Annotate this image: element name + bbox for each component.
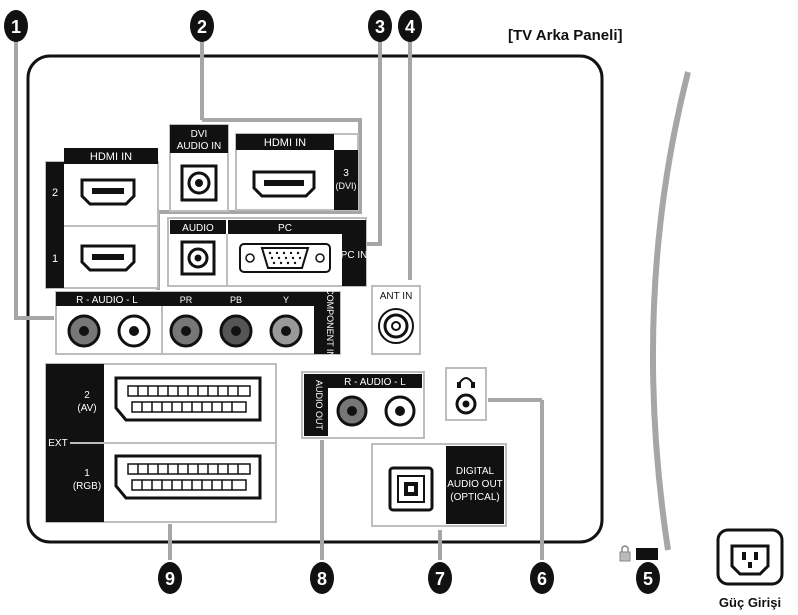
digital-audio-out-block: DIGITAL AUDIO OUT (OPTICAL) [371,443,507,527]
panel-side-edge [649,71,691,551]
scart-port-icon [114,376,262,422]
callout-3: 3 [368,10,392,42]
power-socket-icon [730,544,770,576]
hdmi-3-label: 3 [343,168,349,179]
hdmi-port-icon [80,178,136,206]
audio-out-label: AUDIO OUT [314,380,324,431]
audio-rl-label: R - AUDIO - L [76,295,138,306]
hdmi-in-left-block: HDMI IN 2 1 [45,148,159,289]
ant-in-block: ANT IN [371,285,421,355]
dvi-audio-in-block: DVI AUDIO IN [169,124,229,212]
svg-text:8: 8 [317,569,327,589]
hdmi-port-icon [80,244,136,272]
audio-out-block: R - AUDIO - L AUDIO OUT [301,371,425,439]
svg-text:6: 6 [537,569,547,589]
digital-audio-out-label: AUDIO OUT [447,479,503,490]
audio-in-label: AUDIO IN [177,141,221,152]
audio-out-rl-label: R - AUDIO - L [344,377,406,388]
svg-text:9: 9 [165,569,175,589]
svg-text:4: 4 [405,17,415,37]
pr-label: PR [180,295,193,305]
svg-text:1: 1 [11,17,21,37]
rca-jack-icon [269,314,303,348]
callout-5: 5 [636,562,660,594]
svg-text:3: 3 [375,17,385,37]
digital-label: DIGITAL [456,466,495,477]
y-label: Y [283,295,289,305]
hdmi-in-left-label: HDMI IN [90,151,132,163]
scart-2-label: 2 [84,390,90,401]
hdmi-3-dvi-label: (DVI) [336,181,357,191]
component-in-block: R - AUDIO - L PR PB Y COMPONENT IN [55,288,341,358]
callout-6: 6 [530,562,554,594]
callout-9: 9 [158,562,182,594]
rca-jack-icon [67,314,101,348]
audio-label: AUDIO [182,223,214,234]
kensington-lock [619,545,658,562]
svg-text:2: 2 [197,17,207,37]
rca-jack-icon [117,314,151,348]
component-in-label: COMPONENT IN [325,288,335,358]
headphone-icon [457,377,475,388]
callout-8: 8 [310,562,334,594]
callout-1: 1 [4,10,28,42]
diagram-title: [TV Arka Paneli] [508,27,622,44]
hdmi-2-label: 2 [52,187,58,199]
rca-jack-icon [169,314,203,348]
pc-in-block: AUDIO PC PC IN [167,217,368,287]
panel-outline [26,54,604,544]
dvi-label: DVI [191,129,208,140]
power-input-label: Güç Girişi [719,595,781,610]
headphone-block [445,367,487,421]
svg-text:7: 7 [435,569,445,589]
pb-label: PB [230,295,242,305]
rca-jack-icon [384,395,416,427]
lock-icon [619,545,631,562]
hdmi-1-label: 1 [52,253,58,265]
optical-label: (OPTICAL) [450,492,499,503]
scart-1-rgb-label: (RGB) [73,481,101,492]
svg-text:5: 5 [643,569,653,589]
pc-label: PC [278,223,292,234]
kensington-slot [636,548,658,560]
hdmi-in-right-label: HDMI IN [264,137,306,149]
pc-in-label: PC IN [341,250,368,261]
power-input: Güç Girişi [716,528,784,610]
callout-2: 2 [190,10,214,42]
ext-scart-block: EXT 2 (AV) 1 (RGB) [45,363,277,523]
rca-jack-icon [219,314,253,348]
hdmi-port-icon [252,170,316,198]
ext-label: EXT [48,438,67,449]
rca-jack-icon [336,395,368,427]
scart-port-icon [114,454,262,500]
callout-4: 4 [398,10,422,42]
callout-7: 7 [428,562,452,594]
optical-port-icon [388,466,434,512]
scart-1-label: 1 [84,468,90,479]
scart-2-av-label: (AV) [77,403,96,414]
hdmi-in-3-block: HDMI IN 3 (DVI) [235,133,359,211]
ant-in-label: ANT IN [380,291,413,302]
